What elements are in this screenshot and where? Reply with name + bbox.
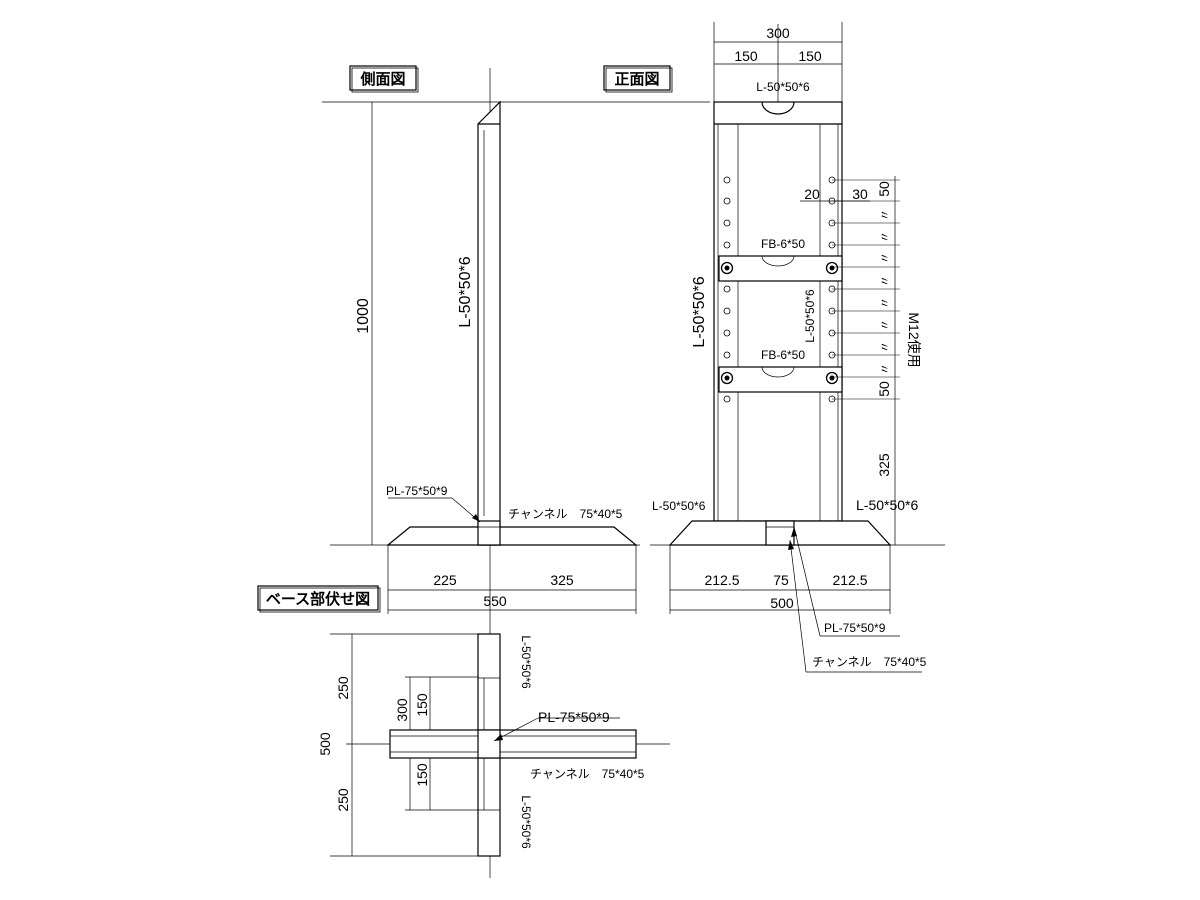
hole-x2: 30 bbox=[852, 186, 868, 202]
fb-upper-label: FB-6*50 bbox=[761, 237, 805, 251]
bolt-hole bbox=[723, 329, 731, 337]
bolt-lower-right bbox=[825, 371, 839, 385]
bolt-hole bbox=[723, 197, 731, 205]
title-base-text: ベース部伏せ図 bbox=[266, 590, 370, 608]
bolt-hole bbox=[723, 285, 731, 293]
front-base-right-angle: L-50*50*6 bbox=[856, 497, 918, 513]
base-dim-upper: 250 bbox=[335, 676, 351, 700]
side-post-label: L-50*50*6 bbox=[457, 256, 474, 327]
bolt-hole bbox=[723, 176, 731, 184]
base-plate-label: PL-75*50*9 bbox=[538, 709, 610, 725]
base-dim-gap: 300 bbox=[394, 698, 410, 722]
base-angle-lower: L-50*50*6 bbox=[519, 795, 533, 849]
front-width-left: 150 bbox=[734, 48, 758, 64]
base-dim-half-upper: 150 bbox=[414, 693, 430, 717]
bolt-hole bbox=[723, 351, 731, 359]
bolt-hole bbox=[723, 219, 731, 227]
front-base-left-angle: L-50*50*6 bbox=[652, 499, 706, 513]
fb-plate-upper: FB-6*50 bbox=[718, 237, 843, 282]
bolt-upper-left bbox=[720, 261, 734, 275]
bolt-hole bbox=[723, 307, 731, 315]
title-side-view: 側面図 bbox=[349, 65, 419, 93]
bolt-hole bbox=[723, 395, 731, 403]
ditto-2: 〃 bbox=[878, 231, 892, 243]
base-dim-lower: 250 bbox=[335, 788, 351, 812]
side-channel-label: チャンネル 75*40*5 bbox=[508, 507, 623, 521]
hole-x1: 20 bbox=[804, 186, 820, 202]
side-plate-label: PL-75*50*9 bbox=[386, 484, 448, 498]
front-top-angle: L-50*50*6 bbox=[756, 80, 810, 94]
front-inner-post-label: L-50*50*6 bbox=[803, 289, 817, 343]
fb-lower-label: FB-6*50 bbox=[761, 348, 805, 362]
front-base-dim-mid: 75 bbox=[773, 572, 789, 588]
title-front-view: 正面図 bbox=[603, 65, 673, 93]
front-base-dim-left: 212.5 bbox=[704, 572, 739, 588]
bolt-upper-right bbox=[825, 261, 839, 275]
base-angle-upper: L-50*50*6 bbox=[519, 635, 533, 689]
base-dim-half-lower: 150 bbox=[414, 763, 430, 787]
base-plan-view: 250 500 250 300 150 150 L-50*50*6 L-50*5… bbox=[317, 633, 670, 857]
bolt-lower-left bbox=[720, 371, 734, 385]
front-post-label: L-50*50*6 bbox=[691, 276, 708, 347]
side-dim-right: 325 bbox=[550, 572, 574, 588]
ditto-8: 〃 bbox=[878, 363, 892, 375]
ditto-1: 〃 bbox=[878, 209, 892, 221]
side-height-dim: 1000 bbox=[355, 298, 372, 334]
ditto-4: 〃 bbox=[878, 275, 892, 287]
front-channel-label: チャンネル 75*40*5 bbox=[812, 655, 927, 669]
front-width-right: 150 bbox=[798, 48, 822, 64]
side-dim-left: 225 bbox=[433, 572, 457, 588]
fb-plate-lower: FB-6*50 bbox=[718, 348, 843, 393]
front-view: 300 150 150 L-50*50*6 L-50*50*6 L-50*50*… bbox=[650, 22, 945, 673]
title-side-text: 側面図 bbox=[359, 70, 405, 88]
ditto-3: 〃 bbox=[878, 252, 892, 264]
bottom-height: 325 bbox=[876, 453, 892, 477]
ditto-7: 〃 bbox=[878, 341, 892, 353]
side-view: 1000 L-50*50*6 PL-75*50*9 チャンネル 75*40*5 … bbox=[322, 68, 710, 878]
pitch-top: 50 bbox=[876, 181, 892, 197]
front-base-dim-total: 500 bbox=[770, 595, 794, 611]
base-dim-total: 500 bbox=[317, 732, 333, 756]
ditto-6: 〃 bbox=[878, 319, 892, 331]
front-base-dim-right: 212.5 bbox=[832, 572, 867, 588]
title-base-view: ベース部伏せ図 bbox=[257, 585, 381, 613]
bolt-hole bbox=[723, 241, 731, 249]
base-channel-label: チャンネル 75*40*5 bbox=[530, 767, 645, 781]
front-dim-ticks bbox=[832, 179, 900, 400]
front-plate-label: PL-75*50*9 bbox=[824, 621, 886, 635]
side-dim-total: 550 bbox=[483, 593, 507, 609]
title-front-text: 正面図 bbox=[614, 70, 659, 88]
front-width-total: 300 bbox=[766, 25, 790, 41]
ditto-5: 〃 bbox=[878, 297, 892, 309]
pitch-bottom: 50 bbox=[876, 381, 892, 397]
bolt-spec: M12使用 bbox=[906, 312, 922, 367]
